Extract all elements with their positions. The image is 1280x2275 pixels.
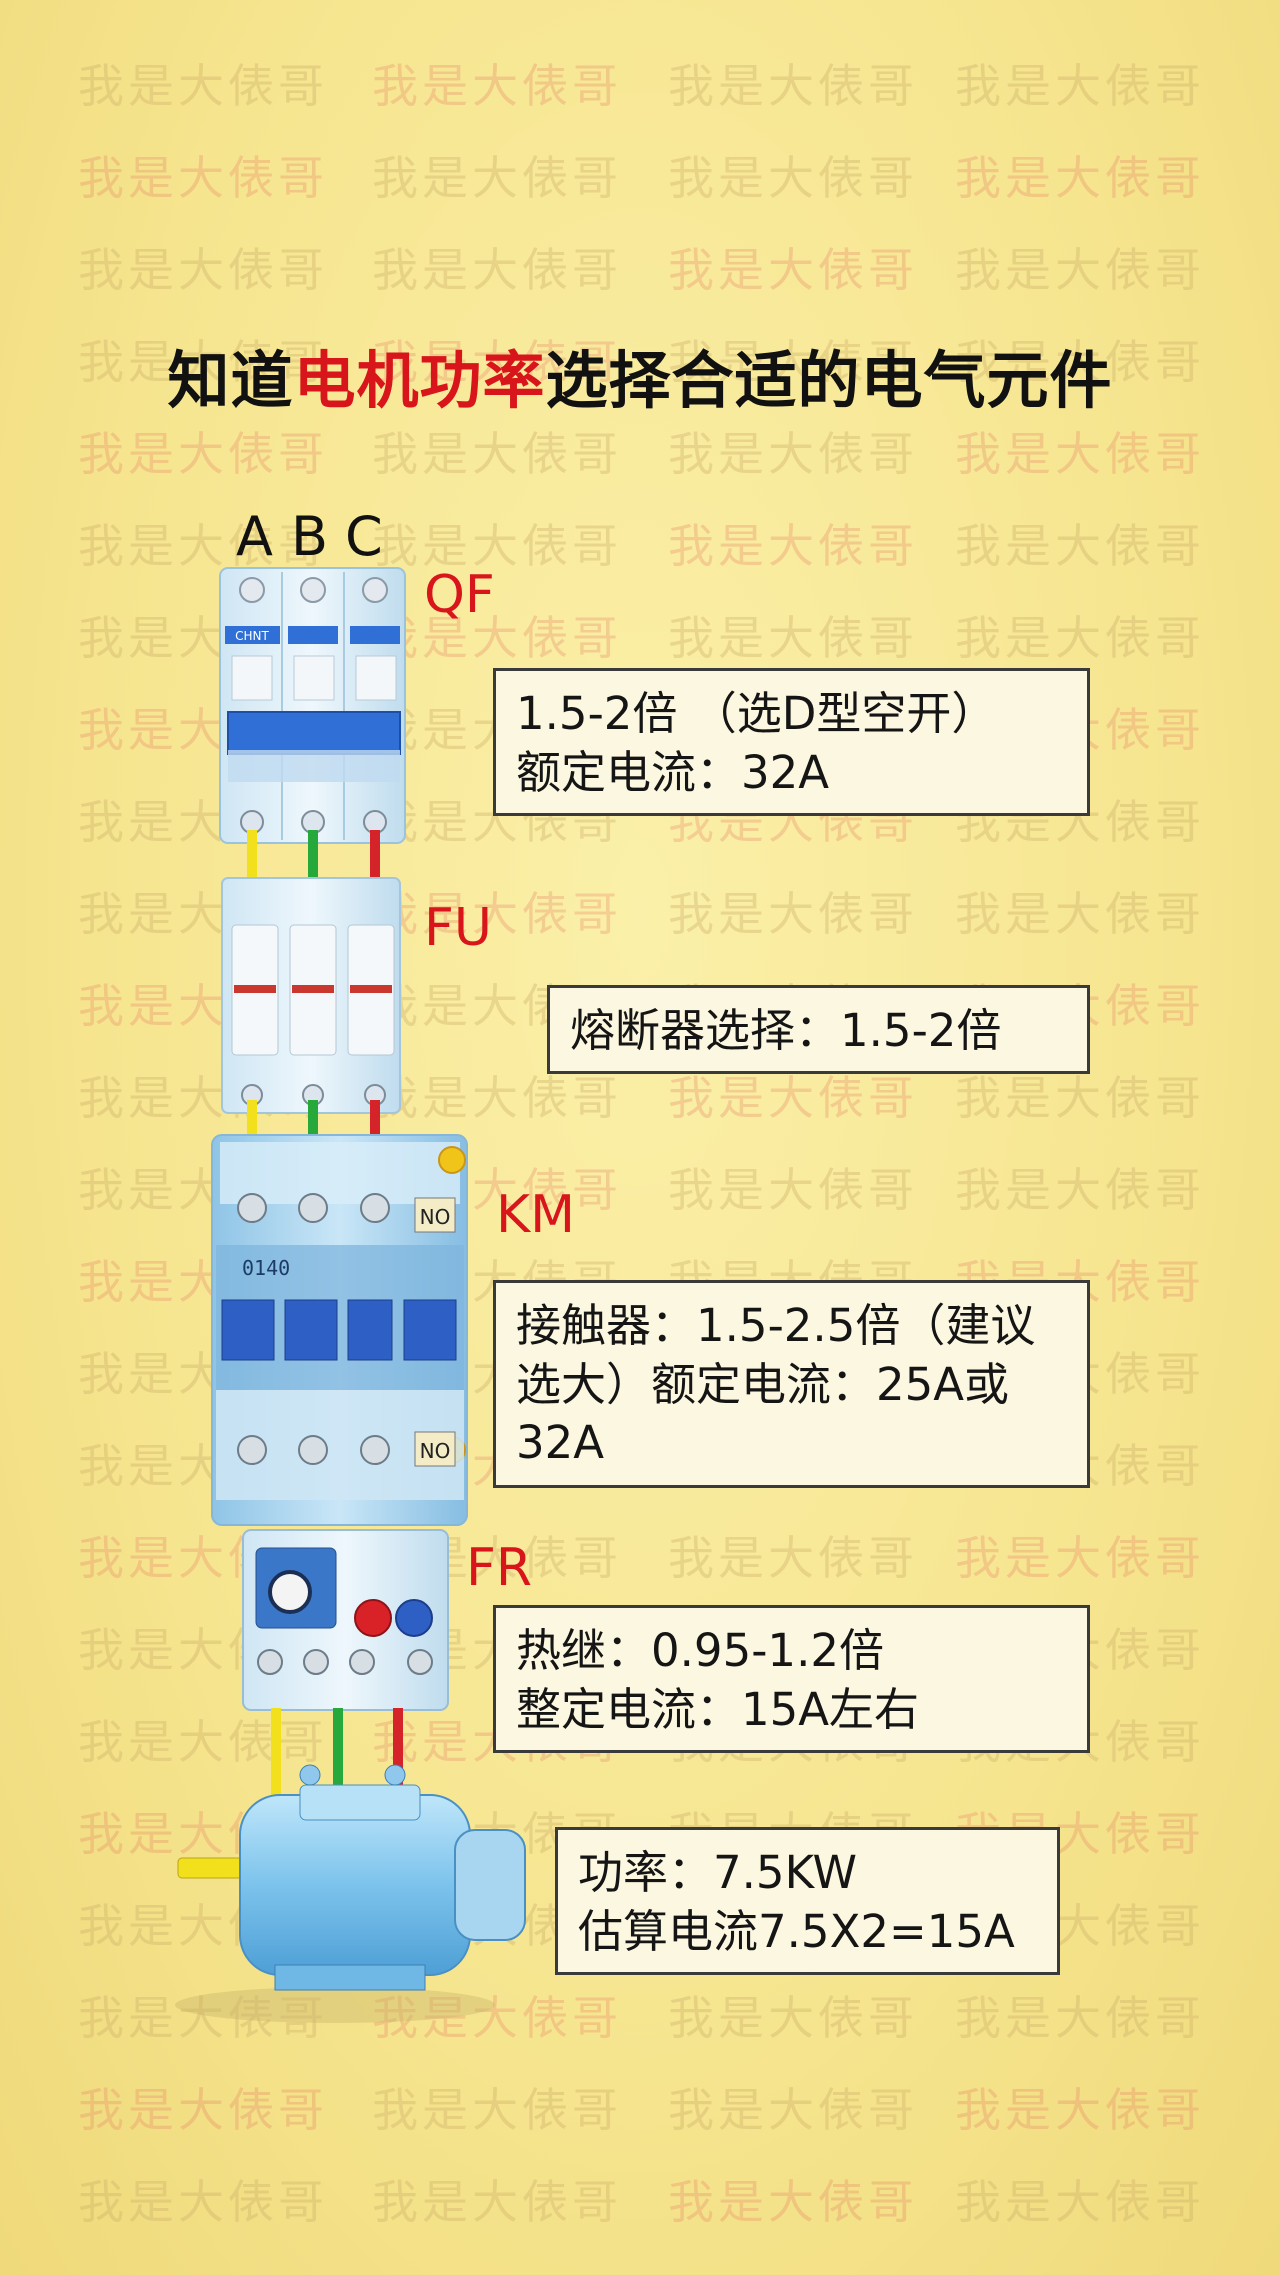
thermal-relay-fr [242, 1529, 449, 1711]
phase-label-b: B [291, 505, 329, 568]
qf-brand-label: CHNT [235, 629, 269, 643]
note-motor-line-2: 估算电流7.5X2=15A [578, 1904, 1015, 1958]
note-qf: 1.5-2倍 （选D型空开） 额定电流：32A [493, 668, 1090, 816]
phase-label-c: C [345, 505, 383, 568]
note-km-line-2: 选大）额定电流：25A或 [516, 1357, 1010, 1411]
motor [175, 1764, 526, 2023]
note-qf-line-1: 1.5-2倍 （选D型空开） [516, 687, 997, 740]
breaker-qf: CHNT [219, 567, 406, 844]
fuse-fu [221, 877, 401, 1114]
note-motor: 功率：7.5KW 估算电流7.5X2=15A [555, 1827, 1060, 1975]
note-km: 接触器：1.5-2.5倍（建议 选大）额定电流：25A或 32A [493, 1280, 1090, 1488]
tag-qf: QF [424, 565, 495, 625]
note-motor-line-1: 功率：7.5KW [578, 1846, 857, 1899]
tag-fr: FR [466, 1538, 533, 1598]
title-prefix: 知道 [167, 344, 294, 417]
title-suffix: 选择合适的电气元件 [545, 344, 1113, 417]
note-fr-line-1: 热继：0.95-1.2倍 [516, 1624, 884, 1677]
note-fu: 熔断器选择：1.5-2倍 [547, 985, 1090, 1074]
tag-km: KM [496, 1185, 575, 1245]
note-fr: 热继：0.95-1.2倍 整定电流：15A左右 [493, 1605, 1090, 1753]
phase-label-a: A [236, 505, 273, 568]
tag-fu: FU [424, 898, 492, 958]
km-no-label-bottom: NO [420, 1439, 451, 1463]
km-no-label-top: NO [420, 1205, 451, 1229]
contactor-km: NO 0140 NO [211, 1134, 468, 1526]
km-model-label: 0140 [242, 1256, 290, 1280]
note-fr-line-2: 整定电流：15A左右 [516, 1682, 920, 1736]
page-title: 知道电机功率选择合适的电气元件 [0, 330, 1280, 420]
note-fu-line-1: 熔断器选择：1.5-2倍 [570, 1004, 1002, 1057]
title-highlight: 电机功率 [293, 344, 546, 417]
note-km-line-3: 32A [516, 1416, 605, 1469]
note-qf-line-2: 额定电流：32A [516, 745, 830, 799]
note-km-line-1: 接触器：1.5-2.5倍（建议 [516, 1299, 1036, 1352]
